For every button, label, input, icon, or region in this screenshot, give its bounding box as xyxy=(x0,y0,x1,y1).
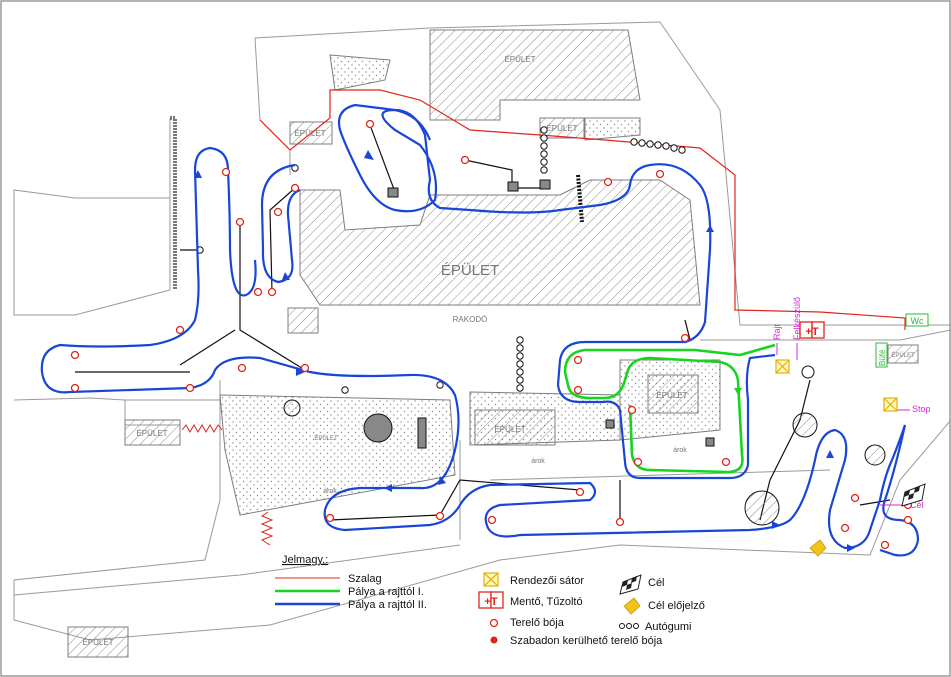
label-bufe: Büfé xyxy=(878,349,887,366)
course-1 xyxy=(563,343,776,474)
legend-label-course1: Pálya a rajttól I. xyxy=(348,586,424,598)
label-epulet-small-2: ÉPÜLET xyxy=(546,124,577,133)
legend-label-cone: Terelő bója xyxy=(510,617,565,629)
legend-label-tire: Autógumi xyxy=(645,621,691,633)
course-2-upper xyxy=(337,103,776,480)
ground-outlines xyxy=(13,21,951,641)
label-cel: Cél xyxy=(910,500,924,510)
legend-label-szalag: Szalag xyxy=(348,573,382,585)
building-top xyxy=(429,29,641,121)
zigzags xyxy=(181,423,274,546)
building-bufe xyxy=(887,344,919,364)
legend-title: Jelmagy.: xyxy=(282,554,328,566)
finish-warning-icon xyxy=(623,597,641,615)
label-rajt: Rajt xyxy=(772,323,782,340)
label-epulet-main: ÉPÜLET xyxy=(441,261,499,279)
label-wc: Wc xyxy=(911,316,924,326)
medic-icon-map: +T xyxy=(799,321,825,339)
medic-glyph-legend: +T xyxy=(484,596,497,608)
building-left xyxy=(124,419,181,446)
label-arok-3: árok xyxy=(673,447,687,454)
label-epulet-bottom: ÉPÜLET xyxy=(82,638,113,647)
magenta-labels: Rajt Felkészülő Stop Cél xyxy=(772,297,931,510)
free-cone-icon xyxy=(490,636,498,644)
label-epulet-tiny: ÉPÜLET xyxy=(314,435,338,442)
finish-flag-icon-map xyxy=(901,483,926,507)
legend-label-course2: Pálya a rajttól II. xyxy=(348,599,427,611)
building-side xyxy=(287,307,319,334)
cones xyxy=(70,119,913,550)
label-arok-1: árok xyxy=(323,488,337,495)
course-2-finish xyxy=(879,424,920,557)
legend-label-finish: Cél xyxy=(648,577,665,589)
course-1-arrow xyxy=(734,388,742,395)
building-main xyxy=(299,179,701,306)
medic-icon: +T xyxy=(478,591,504,609)
tents xyxy=(775,359,898,412)
cone-icon xyxy=(489,618,499,628)
tent-icon xyxy=(483,572,499,587)
label-arok-2: árok xyxy=(531,458,545,465)
finish-warning-icon-map xyxy=(809,539,827,557)
dotted-areas xyxy=(219,54,721,516)
label-epulet-right: ÉPÜLET xyxy=(656,391,687,400)
wc-box xyxy=(905,313,929,327)
label-stop: Stop xyxy=(912,404,931,414)
label-epulet-left: ÉPÜLET xyxy=(136,429,167,438)
building-labels: ÉPÜLET ÉPÜLET ÉPÜLET ÉPÜLET ÉPÜLET ÉPÜLE… xyxy=(82,55,915,647)
label-epulet-small-1: ÉPÜLET xyxy=(294,129,325,138)
building-small-2 xyxy=(539,117,585,139)
legend-label-tent: Rendezői sátor xyxy=(510,575,584,587)
course-2-lower xyxy=(40,146,907,550)
tire-icon xyxy=(619,623,639,629)
medic-glyph-map: +T xyxy=(805,326,818,338)
course-2-left xyxy=(226,169,257,297)
legend-label-finish-warning: Cél előjelző xyxy=(648,600,705,612)
label-rakodo: RAKODÓ xyxy=(453,315,488,324)
tent-icon-stop xyxy=(883,397,898,412)
legend-label-free-cone: Szabadon kerülhető terelő bója xyxy=(510,635,663,647)
legend-label-medic: Mentő, Tűzoltó xyxy=(510,596,583,608)
gate xyxy=(576,174,584,223)
building-bottom xyxy=(67,626,129,658)
direction-arrows xyxy=(194,150,855,552)
course-2-hairpin xyxy=(260,163,301,284)
tent-icon-start xyxy=(775,359,790,374)
finish-flag-icon xyxy=(619,574,642,595)
label-felkeszulo: Felkészülő xyxy=(792,297,802,340)
label-epulet-bufe: ÉPÜLET xyxy=(891,352,915,359)
szalag-line xyxy=(259,89,906,330)
label-epulet-top: ÉPÜLET xyxy=(504,55,535,64)
buildings xyxy=(67,29,919,658)
tire-rows xyxy=(196,126,815,394)
bufe-box xyxy=(875,342,888,368)
big-obstacles xyxy=(283,179,886,526)
course-2-loop-top xyxy=(394,108,432,141)
label-epulet-mid: ÉPÜLET xyxy=(494,425,525,434)
wall xyxy=(170,116,177,290)
legend: Jelmagy.: Szalag Pálya a rajttól I. Pály… xyxy=(275,554,705,647)
